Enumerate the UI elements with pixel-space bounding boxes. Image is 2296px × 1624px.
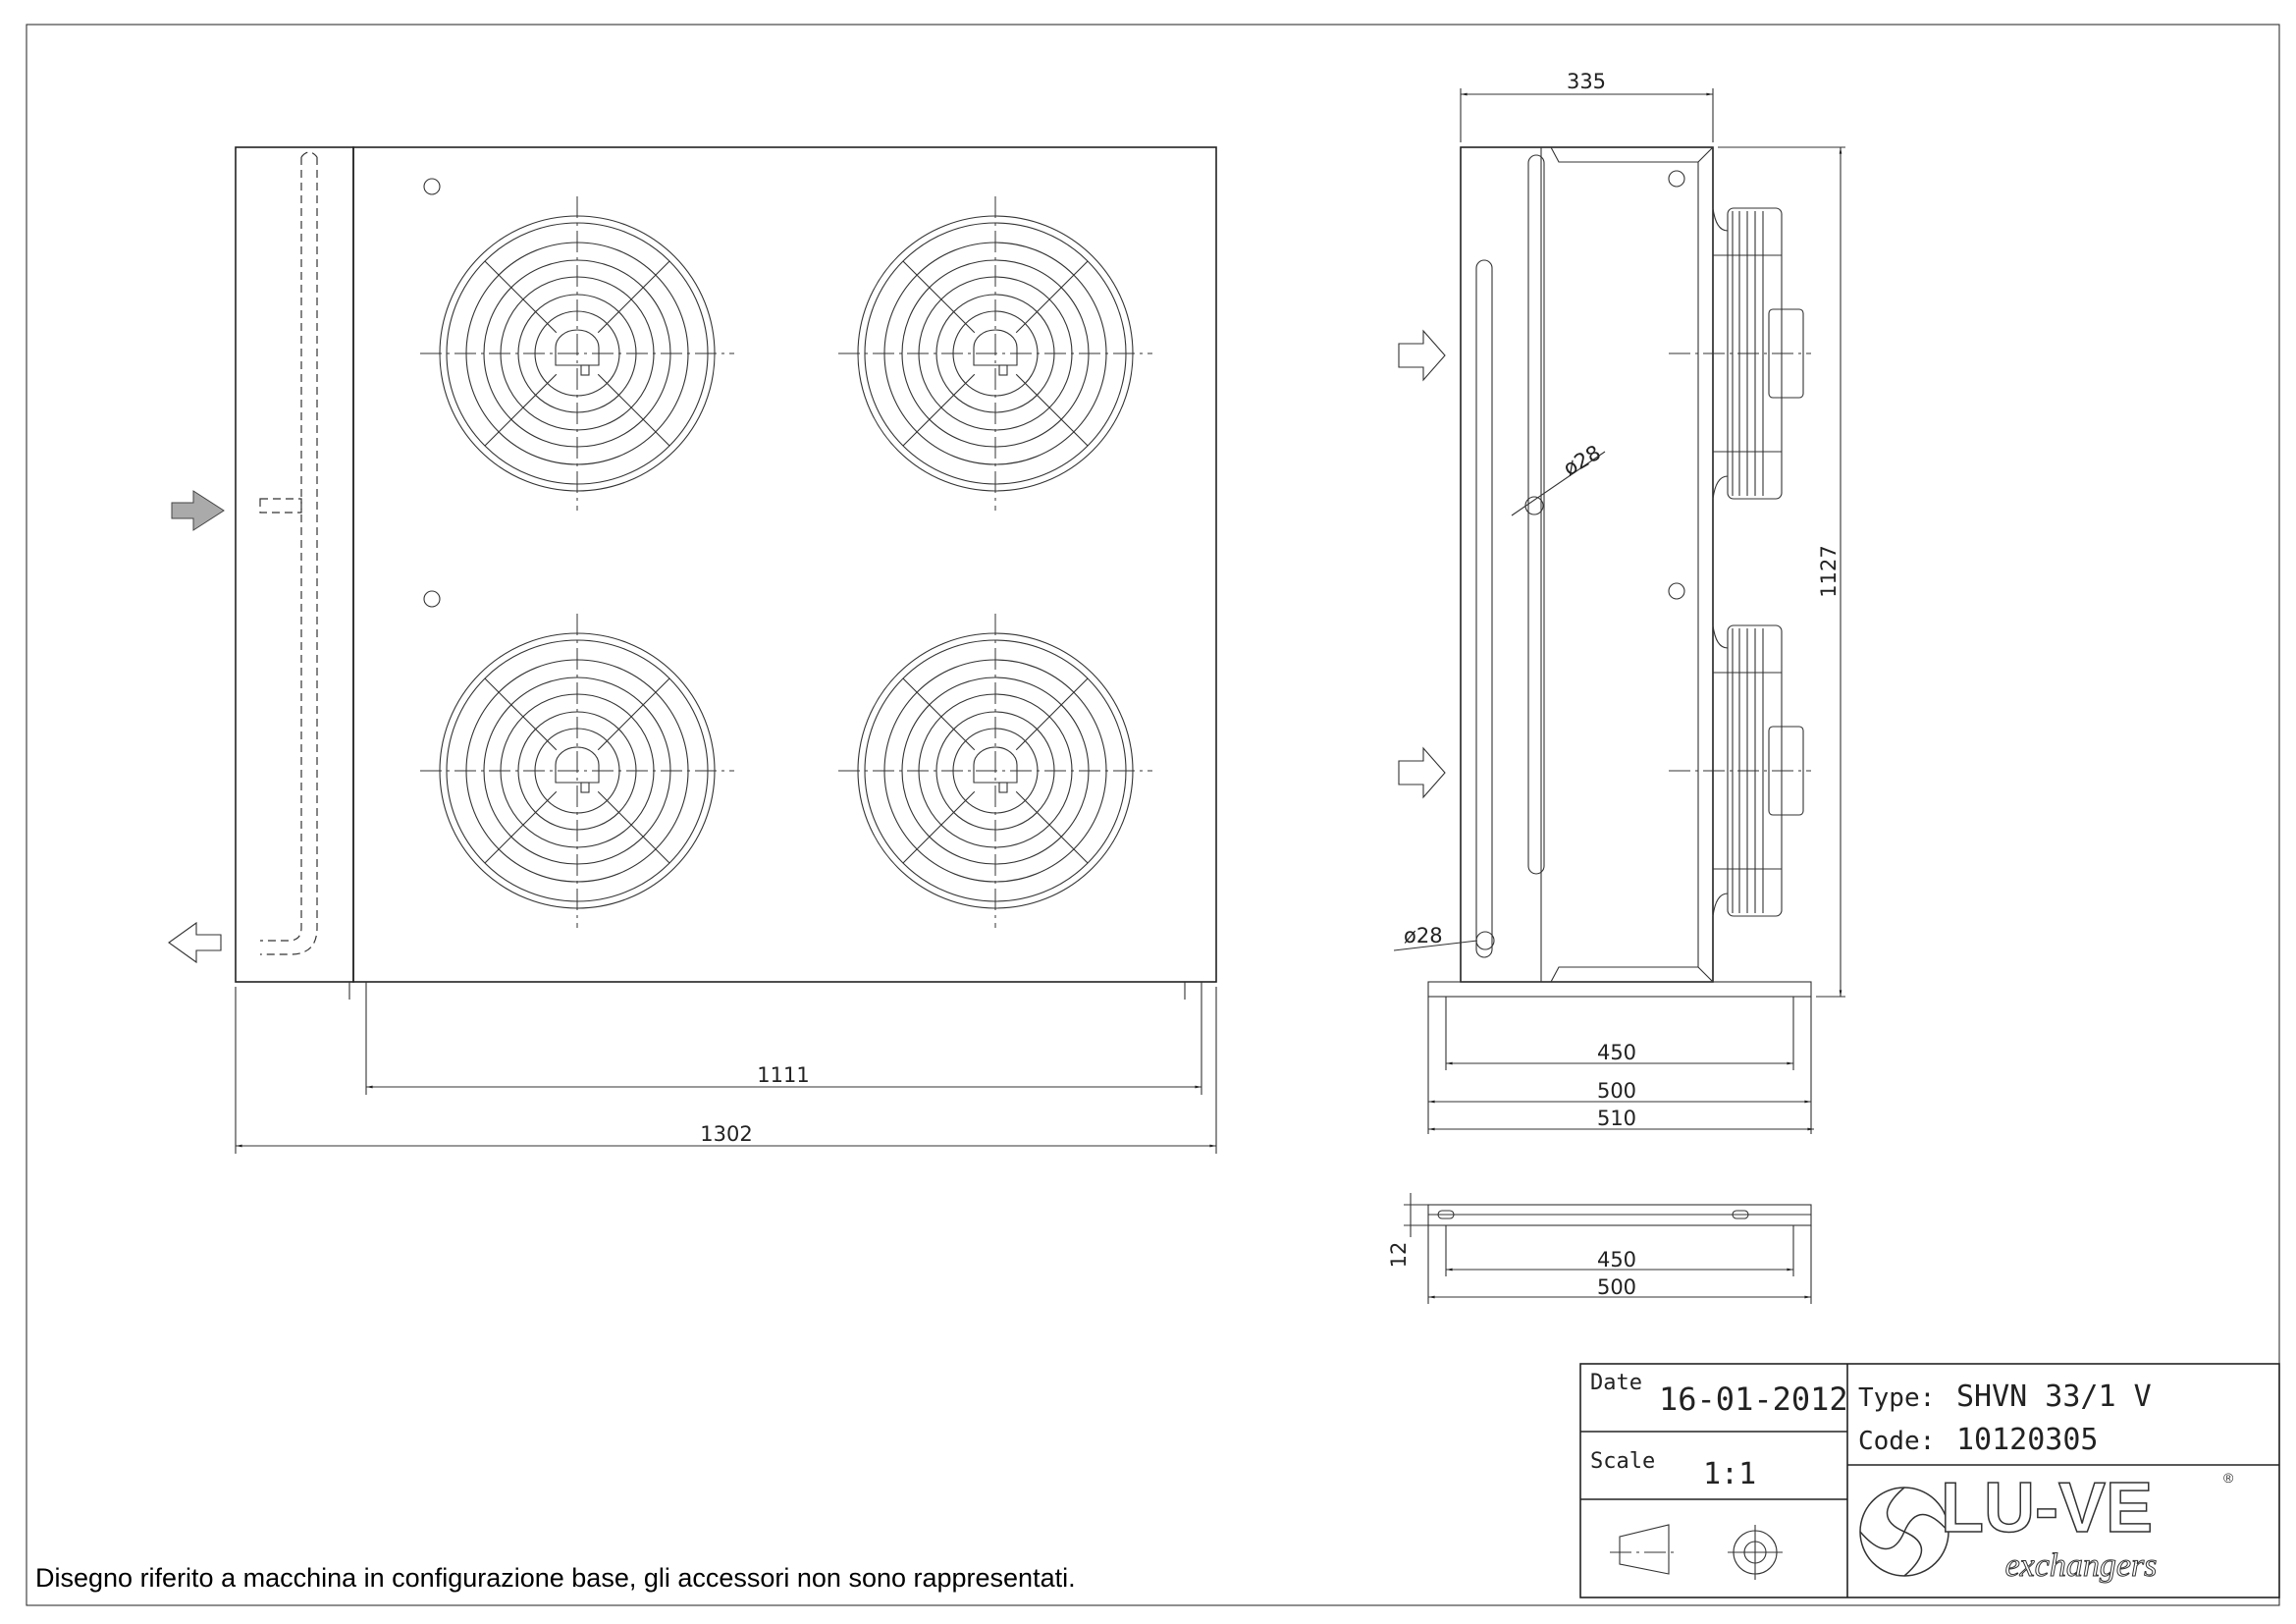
side-fan-icon [1669,624,1811,917]
drawing-note: Disegno riferito a macchina in configura… [35,1563,1076,1593]
projection-symbol-icon [1610,1524,1783,1580]
scale-value: 1:1 [1703,1457,1756,1491]
dim-plate-500: 500 [1597,1275,1636,1299]
code-label: Code: [1858,1427,1935,1456]
dim-1302: 1302 [700,1122,752,1146]
header-pipe [1475,259,1493,958]
side-fan-icon [1669,207,1811,500]
outlet-arrow-icon [168,921,222,964]
dim-12: 12 [1387,1242,1411,1269]
dim-1127: 1127 [1817,545,1841,597]
bolt-hole [423,590,441,608]
code-value: 10120305 [1956,1423,2099,1457]
scale-label: Scale [1590,1449,1655,1474]
date-value: 16-01-2012 [1659,1380,1848,1418]
side-view: ø28 ø28 335 1127 450 500 510 [1393,70,1845,1134]
fan-guard-icon [838,196,1152,511]
airflow-arrow-icon [1398,746,1446,799]
registered-mark: ® [2223,1470,2234,1486]
base-plate-view: 12 450 500 [1387,1193,1812,1304]
dim-pipe-diameter-top: ø28 [1560,441,1605,481]
dim-500: 500 [1597,1079,1636,1103]
type-value: SHVN 33/1 V [1956,1380,2152,1414]
airflow-arrow-icon [1398,329,1446,382]
dim-plate-450: 450 [1597,1248,1636,1272]
inlet-arrow-icon [171,490,225,531]
logo-subtext: exchangers [2005,1547,2158,1584]
dim-pipe-diameter-bottom: ø28 [1404,924,1443,947]
bolt-hole [423,178,441,195]
dim-1111: 1111 [757,1063,809,1087]
title-block: Date 16-01-2012 Scale 1:1 Type: SHVN 33/… [1579,1363,2280,1598]
drawing-border [26,24,2280,1606]
logo-text: LU-VE [1941,1469,2153,1547]
fan-guard-icon [420,614,734,928]
fan-guard-icon [420,196,734,511]
fan-guard-icon [838,614,1152,928]
date-label: Date [1590,1371,1642,1395]
dim-510: 510 [1597,1107,1636,1130]
inlet-connection [259,498,302,514]
dim-335: 335 [1567,70,1606,93]
manifold-pipe [260,157,302,942]
dim-450: 450 [1597,1041,1636,1064]
header-pipe [1527,154,1545,875]
fan-panel [352,146,1217,983]
type-label: Type: [1858,1383,1935,1413]
lu-ve-logo: LU-VE ® exchangers [1859,1468,2234,1585]
front-view: 1111 1302 [168,146,1217,1154]
base-foot [1427,981,1812,998]
casing-side [1460,146,1714,983]
lu-ve-logo-mark-icon [1859,1487,1949,1577]
header-panel [235,146,354,983]
